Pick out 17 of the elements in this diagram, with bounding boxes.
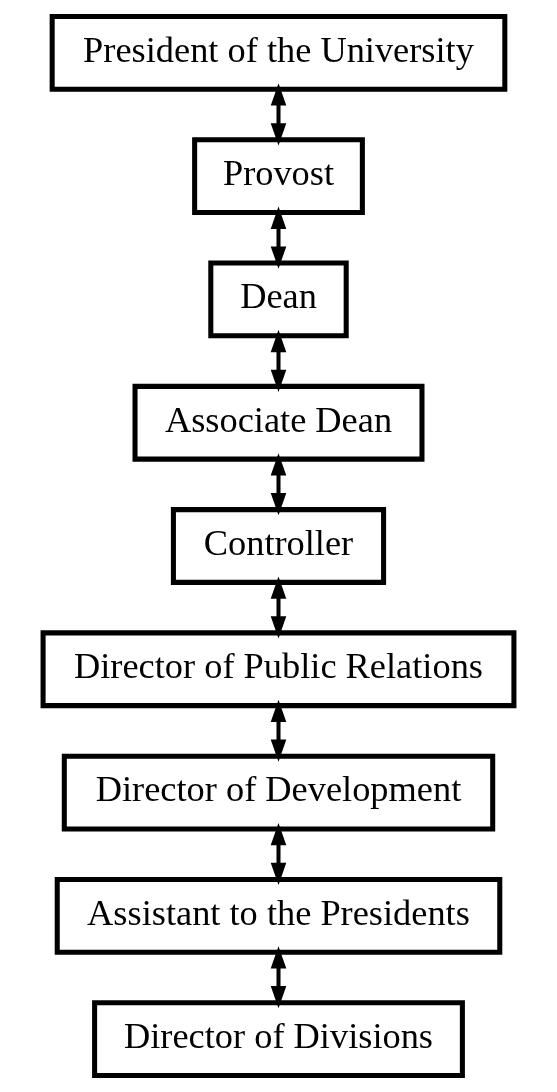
arrow bbox=[270, 576, 287, 639]
node-box: Dean bbox=[208, 260, 349, 339]
node-box: Director of Development bbox=[61, 753, 496, 832]
arrow bbox=[270, 83, 287, 146]
node-box: Director of Divisions bbox=[92, 1000, 465, 1078]
node-box: Director of Public Relations bbox=[40, 630, 517, 709]
arrow bbox=[270, 822, 287, 886]
node-box: Provost bbox=[192, 137, 365, 216]
node-box: Associate Dean bbox=[132, 383, 425, 462]
arrow bbox=[270, 699, 287, 762]
arrow bbox=[270, 453, 287, 516]
node-box: Assistant to the Presidents bbox=[54, 876, 503, 955]
arrow bbox=[270, 946, 287, 1009]
arrow bbox=[270, 206, 287, 269]
node-box: Controller bbox=[170, 507, 387, 585]
arrow bbox=[270, 329, 287, 392]
node-box: President of the University bbox=[49, 14, 508, 92]
